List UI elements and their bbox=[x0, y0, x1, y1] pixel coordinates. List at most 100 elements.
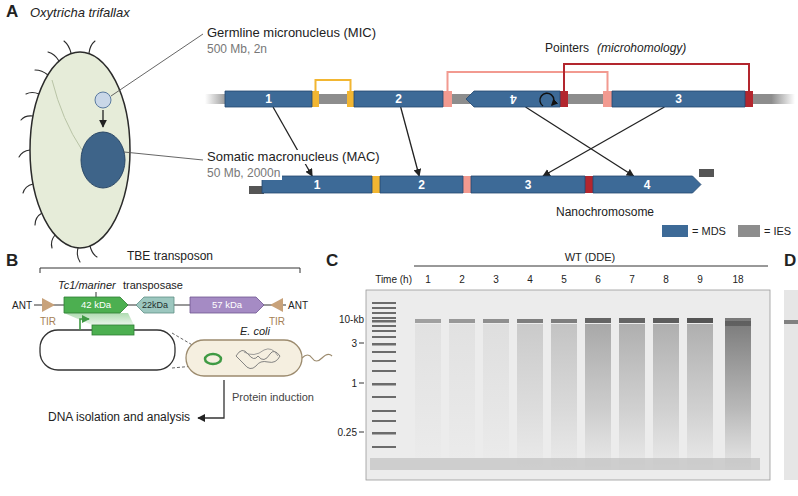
mds-segment-shape bbox=[225, 91, 312, 107]
lane-number: 5 bbox=[561, 274, 567, 285]
segment-number: 2 bbox=[395, 93, 402, 105]
mds-segment: 2 bbox=[380, 176, 463, 193]
gel-image bbox=[483, 324, 509, 470]
nucleus-label: Somatic macronucleus (MAC) bbox=[205, 150, 382, 164]
pointer-bracket bbox=[316, 64, 750, 91]
leader-line bbox=[124, 152, 203, 160]
panel-letter: B bbox=[6, 252, 18, 271]
genome-size: 500 Mb, 2n bbox=[207, 43, 267, 56]
step-label: Protein induction bbox=[232, 391, 314, 403]
legend-text: = MDS bbox=[692, 225, 726, 237]
mic-chromosome bbox=[347, 91, 354, 107]
legend-item: = IES bbox=[738, 225, 791, 237]
mic-chromosome bbox=[745, 91, 753, 107]
mds-segment: 4 bbox=[593, 176, 701, 193]
expression-plasmid bbox=[172, 365, 206, 368]
ciliate-cell bbox=[51, 235, 55, 248]
ciliate-cell bbox=[90, 246, 97, 257]
gel-image bbox=[372, 420, 396, 422]
gel-image bbox=[372, 302, 396, 304]
organism-name: Oxytricha trifallax bbox=[30, 6, 130, 20]
lane-number: 18 bbox=[732, 274, 743, 285]
ciliate-cell bbox=[48, 52, 59, 61]
mds-segment-shape bbox=[471, 176, 585, 193]
gel-image bbox=[372, 343, 396, 346]
gene-label: Tc1/mariner bbox=[58, 279, 116, 291]
expression-plasmid bbox=[40, 319, 206, 370]
ciliate-cell bbox=[95, 92, 111, 108]
transformation-arrow bbox=[273, 107, 312, 176]
flank-label: ANT bbox=[288, 300, 308, 311]
tir-label: TIR bbox=[269, 316, 285, 327]
expression-plasmid bbox=[40, 330, 175, 370]
chromosome-label: Nanochromosome bbox=[556, 206, 654, 219]
lane-number: 8 bbox=[663, 274, 669, 285]
gel-image bbox=[372, 320, 396, 323]
ecoli-cell bbox=[186, 340, 332, 376]
ciliate-cell bbox=[30, 52, 130, 248]
gel-image bbox=[784, 290, 798, 480]
ciliate-cell bbox=[52, 80, 82, 150]
legend-text: = IES bbox=[764, 225, 791, 237]
lane-number: 7 bbox=[629, 274, 635, 285]
ciliate-cell bbox=[102, 110, 103, 127]
expression-plasmid bbox=[92, 325, 134, 335]
gel-image bbox=[372, 317, 396, 319]
mds-segment-shape bbox=[380, 176, 463, 193]
step-label: DNA isolation and analysis bbox=[48, 411, 190, 424]
mds-segment-shape bbox=[466, 91, 560, 107]
mds-segment: 4 bbox=[466, 91, 560, 107]
mds-segment-shape bbox=[612, 91, 745, 107]
panel-letter: A bbox=[6, 3, 18, 22]
transposon-map bbox=[96, 292, 97, 297]
gel-image bbox=[653, 318, 679, 323]
transformation-arrow bbox=[543, 107, 664, 176]
mds-segment: 3 bbox=[612, 91, 745, 107]
tir-label: TIR bbox=[40, 316, 56, 327]
ecoli-cell bbox=[244, 349, 278, 356]
flank-label: ANT bbox=[12, 300, 32, 311]
pointer-bracket bbox=[564, 64, 749, 91]
gel-image bbox=[366, 290, 770, 480]
lane-number: 3 bbox=[493, 274, 499, 285]
process-arrow bbox=[198, 380, 224, 418]
gel-image bbox=[517, 324, 543, 470]
leader-line bbox=[111, 34, 203, 96]
ciliate-cell bbox=[19, 150, 30, 157]
ciliate-cell bbox=[64, 41, 71, 53]
gel-image bbox=[415, 324, 441, 470]
nanochromosome bbox=[372, 176, 380, 193]
mds-segment: 1 bbox=[225, 91, 312, 107]
lane-number: 1 bbox=[425, 274, 431, 285]
gel-image bbox=[372, 396, 396, 398]
ciliate-cell bbox=[21, 116, 33, 120]
ciliate-cell bbox=[89, 41, 95, 53]
gel-image bbox=[619, 324, 645, 470]
organism-name: E. coli bbox=[240, 325, 270, 337]
gel-image bbox=[359, 343, 364, 344]
gel-image bbox=[725, 318, 751, 470]
nanochromosome bbox=[585, 176, 593, 193]
segment-number: 3 bbox=[525, 179, 532, 191]
gel-image bbox=[372, 383, 396, 386]
ciliate-cell bbox=[77, 248, 80, 262]
protein-size: 57 kDa bbox=[212, 300, 242, 310]
gel-image bbox=[372, 370, 396, 372]
gel-image bbox=[725, 321, 751, 326]
pointer-bracket bbox=[448, 72, 608, 91]
gel-image bbox=[372, 330, 396, 332]
gel-image bbox=[585, 324, 611, 470]
gene-arrow: 57 kDa bbox=[190, 297, 264, 313]
gel-image bbox=[415, 319, 441, 323]
ciliate-cell bbox=[19, 41, 97, 262]
mds-segment-shape bbox=[593, 176, 701, 193]
gel-image bbox=[359, 432, 364, 433]
gel-image bbox=[415, 318, 751, 326]
nanochromosome bbox=[463, 176, 471, 193]
nucleus-label: Germline micronucleus (MIC) bbox=[207, 26, 376, 40]
gel-image bbox=[372, 446, 396, 448]
mds-segment: 2 bbox=[354, 91, 443, 107]
ciliate-cell bbox=[23, 184, 33, 193]
mic-chromosome bbox=[603, 91, 612, 107]
